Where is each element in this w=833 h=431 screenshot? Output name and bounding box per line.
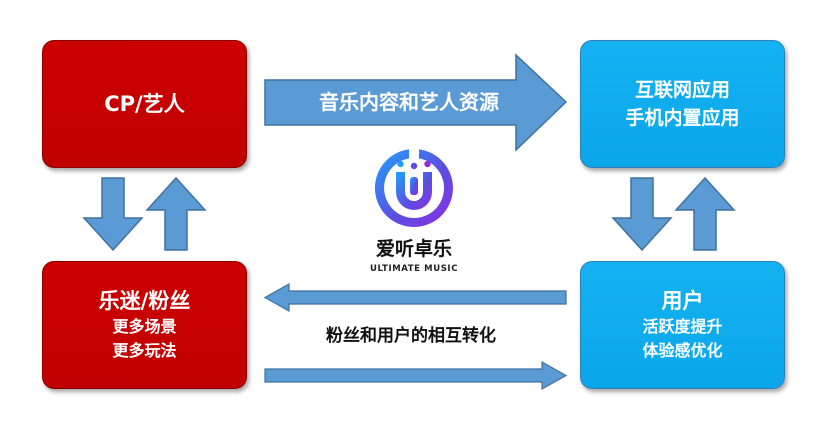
internet-apps-line-1: 互联网应用 (634, 79, 730, 101)
u-music-logo-icon (374, 146, 453, 227)
internet-apps-line-2: 手机内置应用 (625, 107, 740, 129)
top-arrow-label: 音乐内容和艺人资源 (319, 90, 499, 114)
fans-line-2: 更多玩法 (112, 341, 177, 360)
right-arrow-top (264, 53, 568, 152)
fans-line-1: 更多场景 (112, 317, 177, 336)
internet-apps-box: 互联网应用 手机内置应用 (580, 40, 785, 168)
down-arrow-left (82, 177, 144, 252)
logo-name-en: ULTIMATE MUSIC (369, 264, 459, 274)
up-arrow-right (674, 176, 736, 251)
right-arrow-bottom (264, 360, 568, 391)
fans-title: 乐迷/粉丝 (98, 289, 191, 313)
bottom-arrow-label: 粉丝和用户的相互转化 (326, 326, 496, 346)
cp-artist-box: CP/艺人 (42, 40, 247, 168)
users-box: 用户 活跃度提升 体验感优化 (580, 261, 785, 389)
users-title: 用户 (661, 289, 704, 313)
cp-artist-title: CP/艺人 (104, 92, 185, 116)
left-arrow-bottom (263, 282, 567, 313)
users-line-2: 体验感优化 (642, 341, 723, 360)
down-arrow-right (611, 177, 673, 252)
fans-box: 乐迷/粉丝 更多场景 更多玩法 (42, 261, 247, 389)
users-line-1: 活跃度提升 (642, 317, 723, 336)
up-arrow-left (145, 176, 207, 251)
logo-name-cn: 爱听卓乐 (375, 238, 452, 260)
